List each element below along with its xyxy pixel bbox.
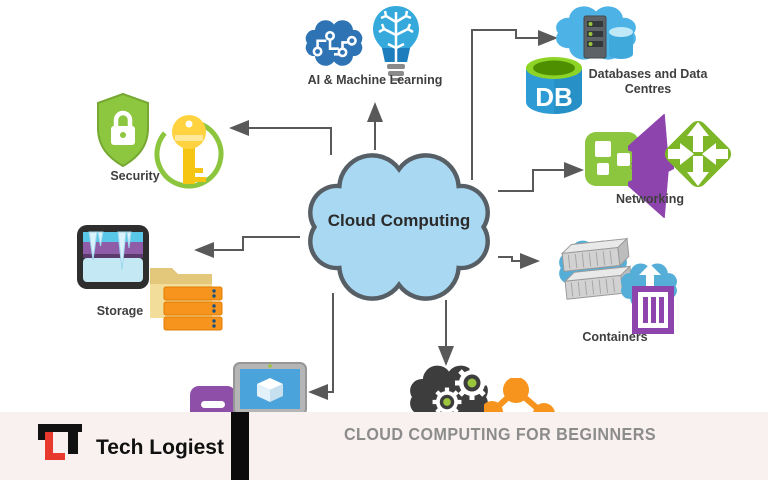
networking-label: Networking [615, 192, 685, 206]
connector-databases [471, 29, 558, 180]
databases-label: Databases and Data Centres [588, 67, 708, 96]
monitor-stand-bar [231, 412, 249, 480]
connector-devices [308, 293, 334, 400]
up-arrow-icon [639, 264, 661, 290]
footer-headline: CLOUD COMPUTING FOR BEGINNERS [343, 424, 657, 444]
security-label: Security [110, 169, 160, 183]
connector-lines [194, 29, 584, 400]
connector-networking [498, 162, 584, 192]
brand-name: Tech Logiest [96, 436, 224, 459]
svg-text:DB: DB [535, 82, 573, 112]
lightbulb-icon [373, 6, 419, 81]
storage-label: Storage [96, 304, 144, 318]
brain-icon [305, 20, 363, 66]
cloud-computing-title: Cloud Computing [327, 211, 471, 230]
containers-label: Containers [582, 330, 648, 344]
shield-lock-icon [97, 92, 149, 168]
server-stack-icon [163, 286, 223, 331]
shipping-containers-icon [560, 237, 633, 300]
footer-bar [0, 412, 768, 480]
db-cylinder-icon: DB [526, 57, 582, 114]
brand-logo-icon [38, 424, 82, 460]
connector-storage [194, 236, 300, 258]
tablet-icon [233, 362, 307, 416]
load-balancer-icon [585, 132, 639, 186]
key-icon [154, 115, 224, 189]
connector-containers [498, 253, 540, 269]
ai-ml-label: AI & Machine Learning [307, 73, 443, 87]
cold-storage-icon [77, 225, 149, 289]
container-upload-icon [632, 286, 674, 334]
purple-arrows-icon [628, 114, 674, 218]
connector-security [229, 120, 332, 155]
data-center-cloud-icon [556, 6, 636, 60]
router-icon [664, 120, 732, 188]
